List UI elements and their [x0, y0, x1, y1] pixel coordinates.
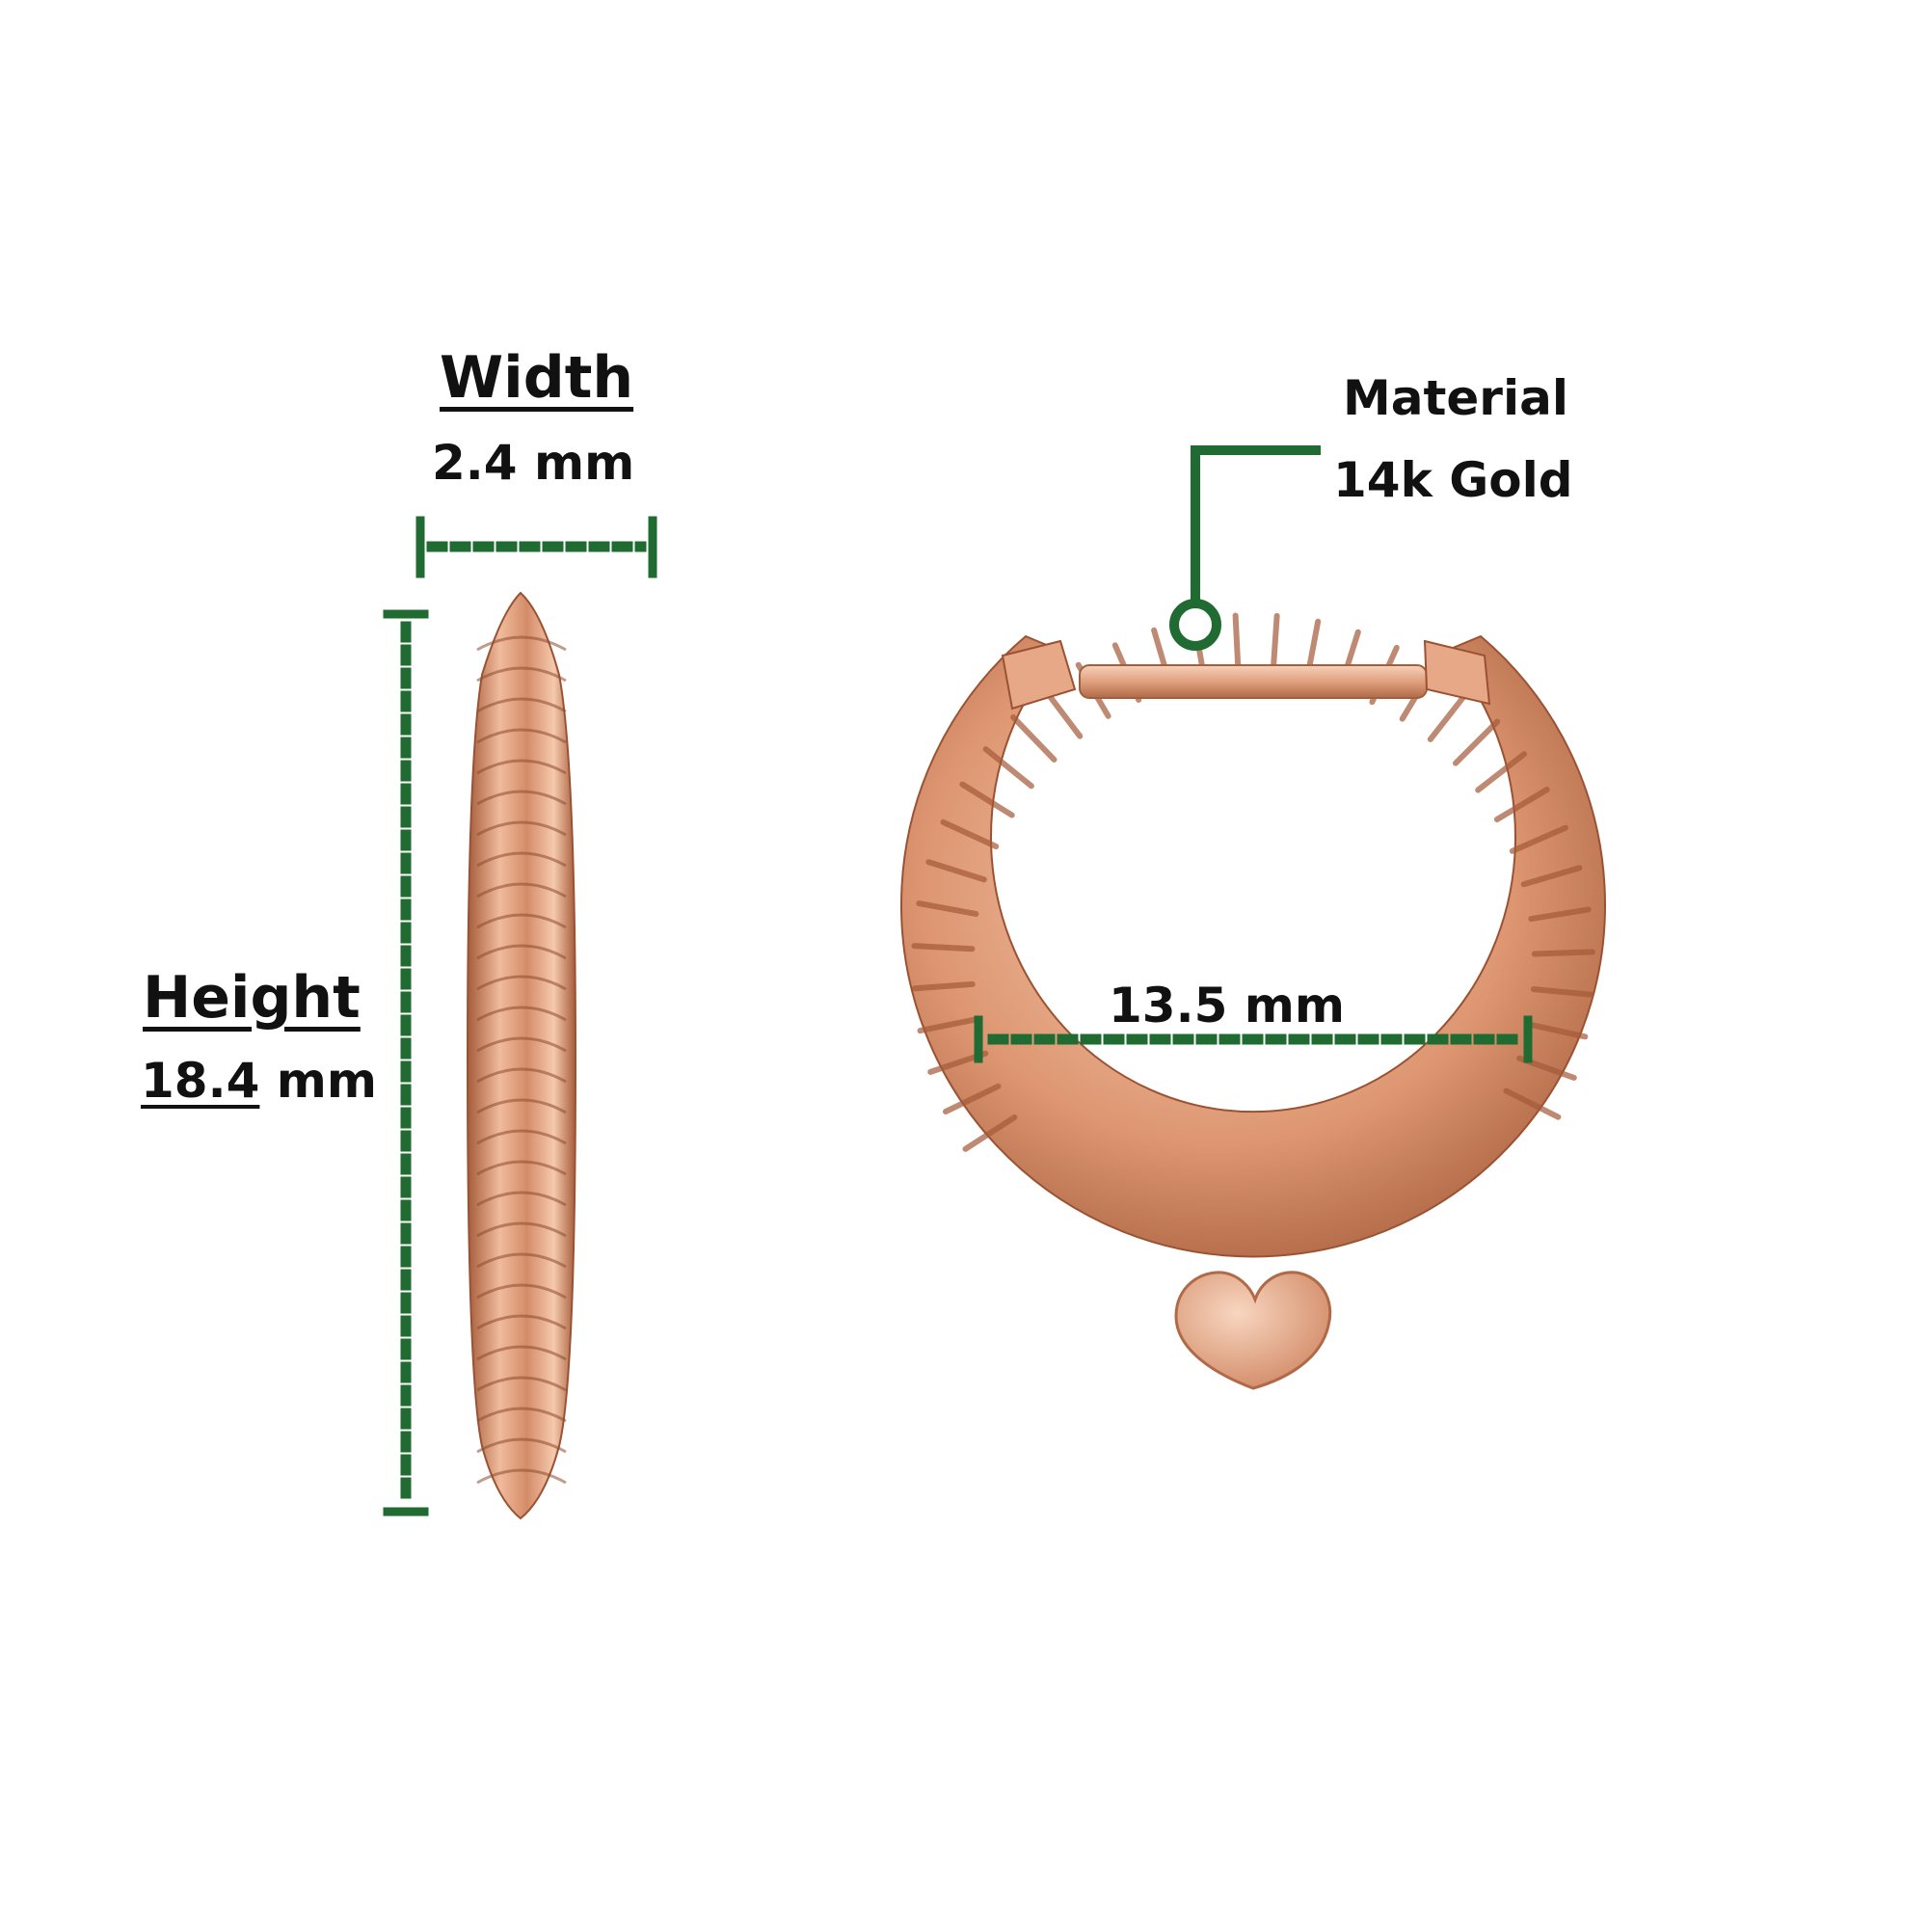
side-ridge	[476, 1376, 567, 1392]
side-ridge	[476, 820, 567, 837]
width-value: 2.4 mm	[432, 435, 635, 491]
front-ridge	[943, 1083, 1002, 1114]
front-ridge	[1493, 787, 1550, 822]
inner-diameter-value: 13.5 mm	[1109, 978, 1345, 1033]
height-dimension-icon	[383, 609, 429, 1516]
side-ridge	[476, 1283, 567, 1300]
height-value-unit: mm	[259, 1053, 377, 1109]
side-ridge	[476, 1407, 567, 1423]
material-value: 14k Gold	[1333, 452, 1573, 508]
front-ridge	[1520, 865, 1583, 888]
side-ridge	[476, 635, 567, 652]
side-ridge	[476, 790, 567, 806]
hinge-bar	[1079, 664, 1428, 699]
front-ridge	[1525, 1021, 1589, 1040]
height-title: Height	[143, 964, 361, 1032]
diameter-dimension-icon	[974, 1015, 1533, 1063]
front-ridge	[1528, 906, 1592, 923]
front-ridge	[1531, 949, 1595, 957]
front-ridge	[1453, 718, 1501, 766]
side-ridge	[476, 1006, 567, 1022]
side-ridge	[476, 666, 567, 683]
front-ridge	[1427, 689, 1470, 742]
side-ridge	[476, 1129, 567, 1145]
front-ridge	[1010, 714, 1058, 763]
width-dimension-icon	[415, 516, 657, 578]
front-ridge	[1475, 751, 1528, 793]
side-ridge	[476, 1252, 567, 1269]
front-ridge	[959, 781, 1015, 818]
side-ridge	[476, 1160, 567, 1176]
side-ridge	[476, 1345, 567, 1361]
side-ridge	[476, 851, 567, 868]
front-ridge	[1530, 986, 1594, 998]
side-ridge	[476, 944, 567, 960]
front-ridge	[911, 980, 976, 992]
front-ridge	[1509, 824, 1568, 854]
side-ridge	[476, 1036, 567, 1053]
side-ridge	[476, 1067, 567, 1084]
side-ridge	[476, 1314, 567, 1330]
width-title: Width	[440, 344, 634, 412]
front-ridge	[917, 1016, 980, 1034]
heart-charm	[1174, 1271, 1332, 1390]
side-ridge	[476, 1221, 567, 1238]
front-ridge	[911, 943, 976, 953]
side-ridge	[476, 759, 567, 775]
side-ridge	[476, 913, 567, 929]
side-ridge	[476, 882, 567, 899]
front-ridge	[925, 859, 987, 883]
side-ridge	[476, 1468, 567, 1485]
height-value: 18.4 mm	[141, 1057, 377, 1105]
front-ridge	[916, 900, 979, 917]
side-ridge	[476, 1191, 567, 1207]
side-ridge	[476, 728, 567, 744]
earring-side-view	[466, 591, 577, 1520]
side-ridge	[476, 1437, 567, 1454]
front-ridge	[1503, 1087, 1562, 1120]
earring-front-view	[900, 612, 1606, 1390]
material-callout-icon	[1169, 445, 1321, 651]
height-value-number: 18.4	[141, 1053, 260, 1109]
material-title: Material	[1343, 370, 1568, 426]
side-ridge	[476, 697, 567, 713]
front-ridge	[962, 1114, 1018, 1152]
front-ridge	[982, 746, 1034, 790]
front-ridge	[940, 818, 1000, 849]
side-ridge	[476, 1098, 567, 1114]
side-ridge	[476, 975, 567, 991]
